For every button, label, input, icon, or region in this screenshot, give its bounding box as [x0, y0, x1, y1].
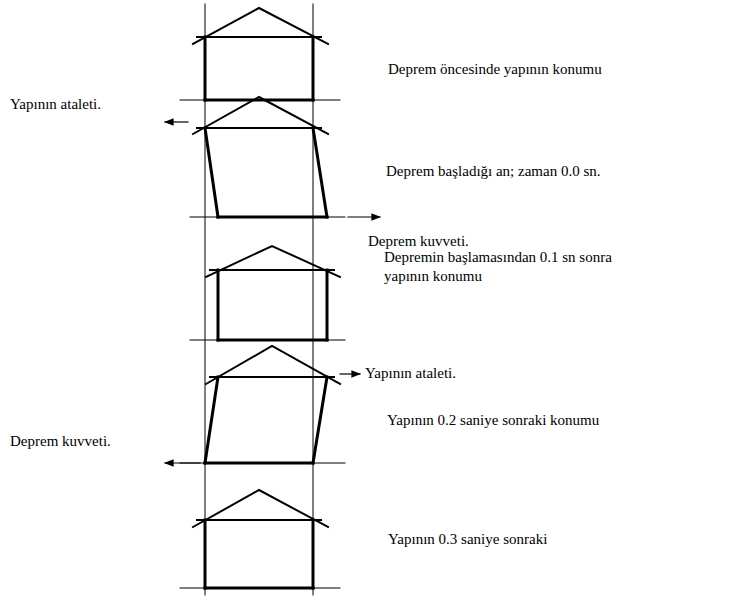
position-caption: Deprem öncesinde yapının konumu	[388, 60, 602, 79]
force-label: Deprem kuvveti.	[368, 232, 469, 251]
force-label: Yapının ataleti.	[365, 364, 456, 383]
force-label: Deprem kuvveti.	[10, 432, 111, 451]
position-caption: Yapının 0.3 saniye sonraki	[388, 530, 547, 549]
position-caption: Depremin başlamasından 0.1 sn sonra yapı…	[384, 248, 654, 286]
position-caption: Yapının 0.2 saniye sonraki konumu	[387, 411, 599, 430]
force-label: Yapının ataleti.	[10, 95, 101, 114]
position-caption: Deprem başladığı an; zaman 0.0 sn.	[386, 162, 601, 181]
